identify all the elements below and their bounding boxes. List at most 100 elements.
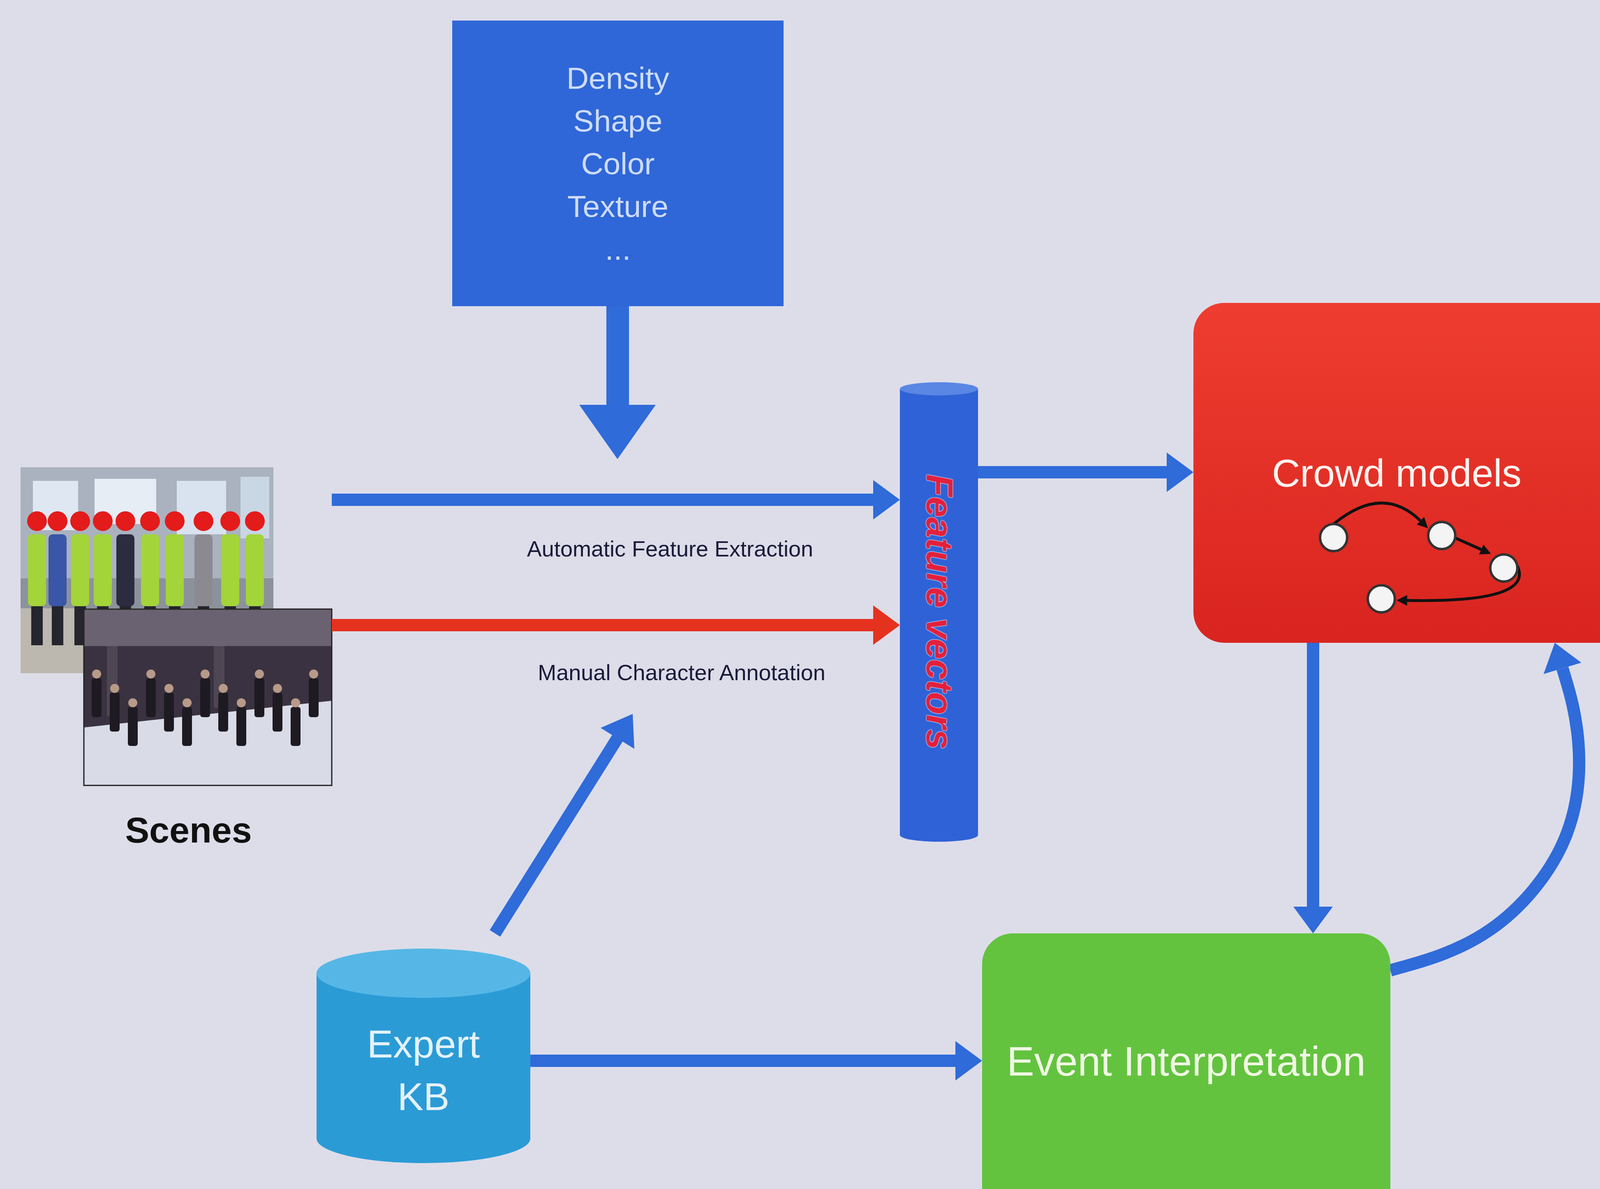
annotation-input-arrowhead	[600, 714, 635, 750]
face-mask	[47, 511, 68, 532]
person-body	[164, 692, 174, 732]
cylinder-body	[316, 973, 531, 1164]
scene-panel: Scenes	[20, 467, 332, 856]
cylinder-top	[316, 948, 531, 999]
photo-frame	[83, 609, 332, 786]
person-figure	[127, 698, 138, 747]
person-head	[110, 684, 120, 694]
state-node	[1428, 522, 1456, 550]
photo-window	[176, 480, 227, 535]
person-body	[236, 707, 247, 747]
face-mask	[193, 511, 214, 532]
photo-roof	[83, 609, 332, 647]
person-body	[182, 707, 192, 747]
knowledge-base-cylinder: Expert KB	[316, 948, 531, 1164]
person-body	[290, 707, 301, 747]
state-node	[1320, 524, 1348, 552]
person-figure	[236, 698, 247, 747]
cylinder-top	[899, 382, 979, 396]
face-mask	[92, 511, 113, 532]
person-head	[182, 698, 192, 708]
node-text: Color	[580, 142, 655, 185]
person-head	[164, 684, 174, 694]
person-head	[92, 669, 102, 679]
person-figure	[272, 684, 283, 732]
flow-arrow	[331, 493, 874, 507]
node-text: Scenes	[124, 806, 252, 856]
face-mask	[70, 511, 91, 532]
person-figure	[218, 684, 229, 732]
face-mask	[115, 511, 136, 532]
photo-window	[240, 476, 270, 539]
person-legs	[31, 604, 43, 646]
face-mask	[164, 511, 185, 532]
person-body	[221, 534, 240, 607]
face-mask	[220, 511, 241, 532]
face-mask	[27, 511, 47, 532]
person-body	[71, 534, 90, 607]
person-head	[128, 698, 138, 708]
flow-arrow	[978, 466, 1167, 479]
scene-photo	[83, 609, 332, 786]
person-body	[200, 678, 211, 718]
person-body	[109, 692, 120, 732]
annotation-input-arrow	[494, 738, 618, 934]
person-head	[272, 684, 283, 694]
node-text: Expert KB	[345, 1017, 502, 1124]
node-text: Event Interpretation	[1006, 1033, 1366, 1090]
person-figure	[308, 669, 319, 718]
person-head	[218, 684, 228, 694]
person-head	[309, 669, 319, 679]
person-figure	[91, 669, 102, 718]
flow-arrow	[1306, 642, 1320, 907]
person-body	[272, 692, 283, 732]
event-box: Event Interpretation	[982, 933, 1391, 1189]
feature-list-box: DensityShapeColorTexture...	[452, 20, 784, 307]
feature-vector-cylinder: Feature vectors	[899, 382, 979, 842]
person-figure	[182, 698, 192, 747]
person-body	[145, 678, 156, 718]
photo-ground	[83, 609, 332, 786]
person-head	[254, 669, 264, 679]
person-body	[245, 534, 264, 607]
node-text: ...	[605, 227, 632, 271]
person-figure	[290, 698, 301, 747]
person-figure	[164, 684, 174, 732]
node-text: Texture	[567, 184, 669, 228]
person-body	[27, 534, 47, 607]
person-head	[236, 698, 246, 708]
face-mask	[140, 511, 160, 532]
node-text: Density	[566, 56, 670, 100]
state-transition	[1333, 503, 1421, 525]
person-body	[218, 692, 229, 732]
state-node	[1367, 585, 1395, 613]
person-figure	[109, 684, 120, 732]
flow-arrow	[530, 1054, 956, 1068]
person-head	[146, 669, 156, 679]
node-text: Feature vectors	[913, 474, 965, 750]
person-figure	[145, 669, 156, 718]
flow-arrow	[1390, 668, 1580, 971]
node-text: Shape	[573, 99, 663, 143]
person-body	[93, 534, 112, 607]
cylinder-body	[899, 388, 979, 842]
feature-input-arrow	[579, 306, 656, 460]
edge-label: Automatic Feature Extraction	[527, 536, 814, 562]
person-figure	[27, 511, 47, 646]
person-body	[141, 534, 160, 607]
person-body	[48, 534, 67, 607]
edge-label: Manual Character Annotation	[537, 659, 826, 686]
person-head	[200, 669, 210, 679]
person-figure	[200, 669, 211, 718]
face-mask	[245, 511, 265, 532]
flow-arrow	[331, 619, 874, 632]
person-body	[308, 678, 319, 718]
person-body	[116, 534, 135, 607]
person-figure	[254, 669, 265, 718]
person-figure	[47, 511, 68, 646]
node-text: Crowd models	[1271, 446, 1522, 500]
person-body	[254, 678, 265, 718]
person-body	[127, 707, 138, 747]
